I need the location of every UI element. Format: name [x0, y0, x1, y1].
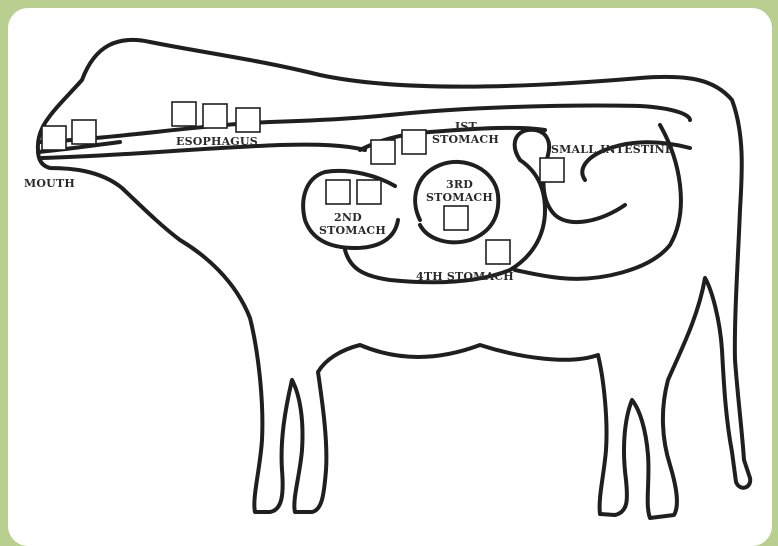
mouth-label: MOUTH: [24, 177, 75, 190]
first-stomach-label-line1: IST: [455, 120, 477, 133]
second-stomach-label-line2: STOMACH: [319, 224, 386, 237]
esophagus-box-3[interactable]: [235, 107, 261, 133]
second-stomach-label-line1: 2ND: [334, 211, 362, 224]
fourth-stomach-box[interactable]: [485, 239, 511, 265]
mouth-line: [36, 140, 122, 154]
fourth-stomach-label: 4TH STOMACH: [416, 270, 514, 283]
esophagus-lower: [40, 142, 367, 160]
esophagus-box-2[interactable]: [202, 103, 228, 129]
esophagus-label: ESOPHAGUS: [176, 135, 258, 148]
third-stomach-label-line2: STOMACH: [426, 191, 493, 204]
diagram-panel: [8, 8, 772, 546]
third-stomach-box[interactable]: [443, 205, 469, 231]
mouth-box-1[interactable]: [41, 125, 67, 151]
first-stomach-box-2[interactable]: [401, 129, 427, 155]
third-stomach-label-line1: 3RD: [446, 178, 473, 191]
cow-body-outline: [35, 37, 753, 520]
small-intestine-box[interactable]: [539, 157, 565, 183]
second-stomach-box-1[interactable]: [325, 179, 351, 205]
small-intestine-label: SMALL INTESTINE: [551, 143, 673, 156]
first-stomach-label-line2: STOMACH: [432, 133, 499, 146]
second-stomach-box-2[interactable]: [356, 179, 382, 205]
mouth-box-2[interactable]: [71, 119, 97, 145]
small-intestine-outline: [512, 123, 692, 281]
third-stomach-outline: [413, 159, 501, 245]
first-stomach-box-1[interactable]: [370, 139, 396, 165]
esophagus-box-1[interactable]: [171, 101, 197, 127]
second-stomach-outline: [301, 169, 400, 250]
